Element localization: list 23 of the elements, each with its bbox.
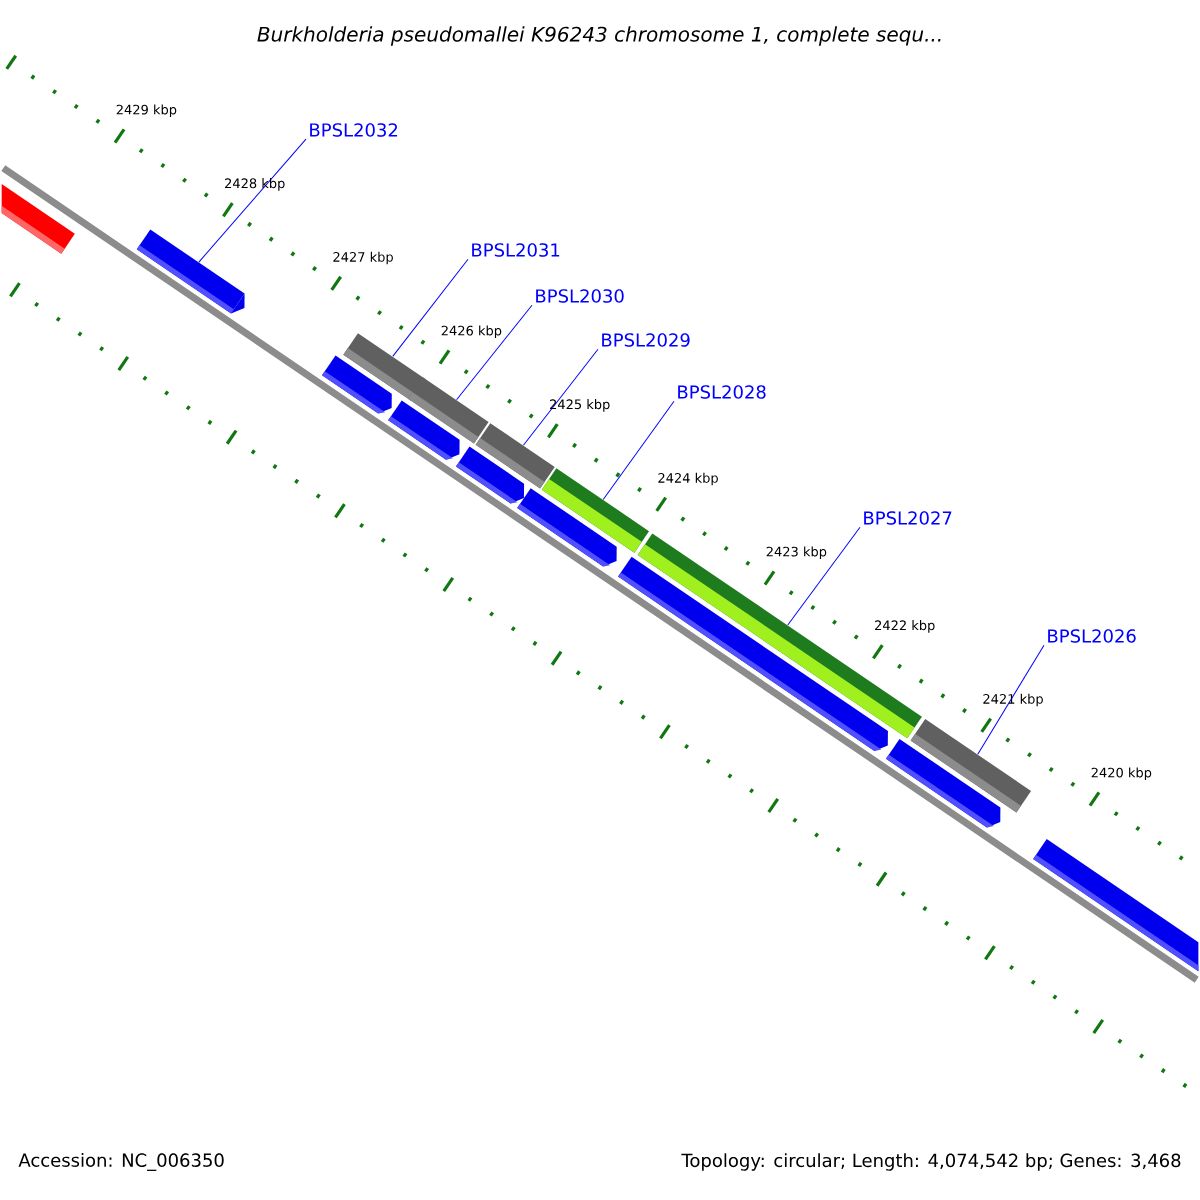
gene-bar <box>541 468 649 553</box>
gene-label: BPSL2027 <box>864 511 952 525</box>
gene-label: BPSL2029 <box>602 333 690 347</box>
gene-label: BPSL2032 <box>310 123 398 137</box>
gene-bar <box>407 377 489 444</box>
leader-line <box>787 526 861 626</box>
gene-bar <box>343 333 426 401</box>
gene-label: BPSL2030 <box>536 289 624 303</box>
title: Burkholderia pseudomallei K96243 chromosome 1, complete sequ... <box>257 26 941 46</box>
leader-line <box>977 644 1045 755</box>
leader-line <box>522 348 599 446</box>
genome-info-text: Topology: circular; Length: 4,074,542 bp; Genes: 3,468 <box>681 1153 1181 1171</box>
gene-label: BPSL2026 <box>1048 629 1136 643</box>
leader-line <box>392 258 469 357</box>
leader-line <box>198 138 307 263</box>
gene-bar <box>136 229 245 314</box>
accession-text: Accession: NC_006350 <box>18 1153 224 1171</box>
gene-bar <box>475 423 555 489</box>
gene-bar <box>910 718 1032 813</box>
gene-label: BPSL2031 <box>472 243 560 257</box>
leader-line <box>456 304 533 401</box>
gene-label: BPSL2028 <box>678 385 766 399</box>
leader-line <box>602 400 675 500</box>
